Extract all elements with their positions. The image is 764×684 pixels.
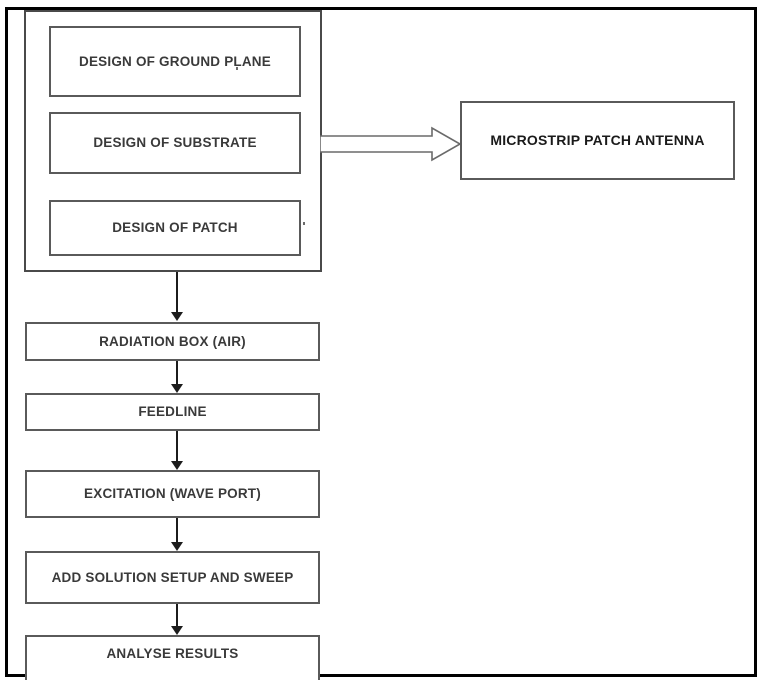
outer-border-frame [5, 7, 757, 677]
box-feedline-label: FEEDLINE [138, 404, 207, 420]
box-design-substrate-label: DESIGN OF SUBSTRATE [93, 135, 257, 151]
box-analyse-results[interactable]: ANALYSE RESULTS [25, 635, 320, 680]
connector-group-to-radiation-box [170, 272, 184, 321]
connector-radiation-box-to-feedline [170, 361, 184, 393]
box-analyse-results-label: ANALYSE RESULTS [106, 645, 239, 661]
box-excitation-wave-port[interactable]: EXCITATION (WAVE PORT) [25, 470, 320, 518]
stray-ink-dot [303, 222, 305, 225]
box-design-patch[interactable]: DESIGN OF PATCH [49, 200, 301, 256]
stray-ink-dot [236, 67, 238, 70]
box-design-ground-plane[interactable]: DESIGN OF GROUND PLANE [49, 26, 301, 97]
box-excitation-wave-port-label: EXCITATION (WAVE PORT) [84, 486, 261, 502]
box-microstrip-patch-antenna[interactable]: MICROSTRIP PATCH ANTENNA [460, 101, 735, 180]
connector-group-to-antenna-arrow [320, 126, 462, 162]
box-radiation-box-air[interactable]: RADIATION BOX (AIR) [25, 322, 320, 361]
box-add-solution-setup-and-sweep[interactable]: ADD SOLUTION SETUP AND SWEEP [25, 551, 320, 604]
box-radiation-box-air-label: RADIATION BOX (AIR) [99, 333, 246, 349]
box-microstrip-patch-antenna-label: MICROSTRIP PATCH ANTENNA [490, 132, 705, 149]
box-add-solution-setup-and-sweep-label: ADD SOLUTION SETUP AND SWEEP [51, 569, 294, 585]
box-design-patch-label: DESIGN OF PATCH [112, 220, 238, 236]
box-design-ground-plane-label: DESIGN OF GROUND PLANE [79, 53, 271, 69]
connector-solution-setup-to-analyse-results [170, 604, 184, 635]
connector-excitation-to-solution-setup [170, 518, 184, 551]
box-feedline[interactable]: FEEDLINE [25, 393, 320, 431]
connector-feedline-to-excitation [170, 431, 184, 470]
box-design-substrate[interactable]: DESIGN OF SUBSTRATE [49, 112, 301, 174]
